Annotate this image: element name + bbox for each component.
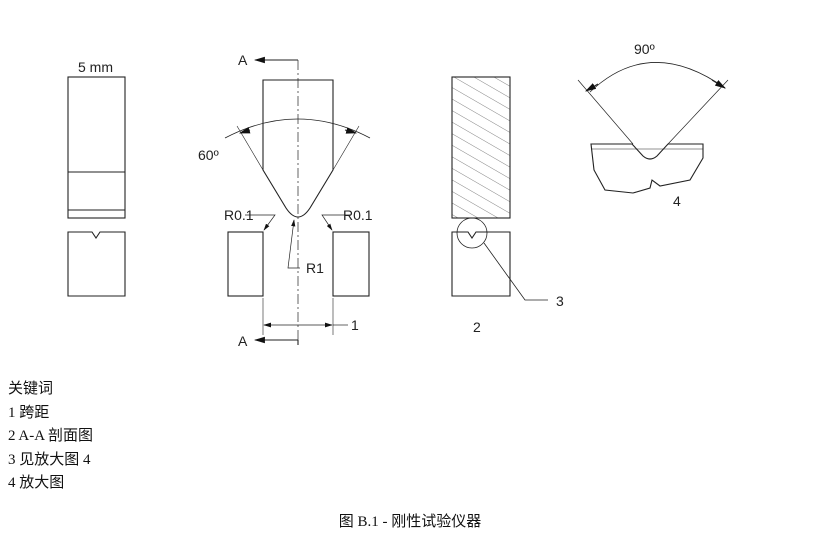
angle-60-label: 60º bbox=[198, 147, 219, 163]
section-label-bottom: A bbox=[238, 333, 248, 349]
key-list: 关键词 1 跨距 2 A-A 剖面图 3 见放大图 4 4 放大图 bbox=[8, 378, 93, 496]
section-a-a-view bbox=[451, 76, 548, 301]
apparatus-front-view bbox=[224, 56, 371, 345]
detail-view-4 bbox=[577, 62, 729, 194]
radius-right-label: R0.1 bbox=[343, 207, 373, 223]
callout-2: 2 bbox=[473, 319, 481, 335]
key-item: 1 跨距 bbox=[8, 404, 50, 421]
radius-tip-label: R1 bbox=[306, 260, 324, 276]
section-label-top: A bbox=[238, 52, 248, 68]
key-item: 4 放大图 bbox=[8, 475, 65, 491]
radius-left-label: R0.1 bbox=[224, 207, 254, 223]
key-item: 3 见放大图 4 bbox=[8, 451, 91, 468]
specimen-side-view bbox=[67, 76, 126, 297]
callout-4: 4 bbox=[673, 193, 681, 209]
callout-3: 3 bbox=[556, 293, 564, 309]
angle-90-label: 90º bbox=[634, 41, 655, 57]
key-item: 2 A-A 剖面图 bbox=[8, 428, 94, 444]
figure-caption: 图 B.1 - 刚性试验仪器 bbox=[338, 514, 482, 530]
key-title: 关键词 bbox=[8, 381, 54, 397]
callout-1: 1 bbox=[351, 317, 359, 333]
width-label: 5 mm bbox=[78, 59, 113, 75]
